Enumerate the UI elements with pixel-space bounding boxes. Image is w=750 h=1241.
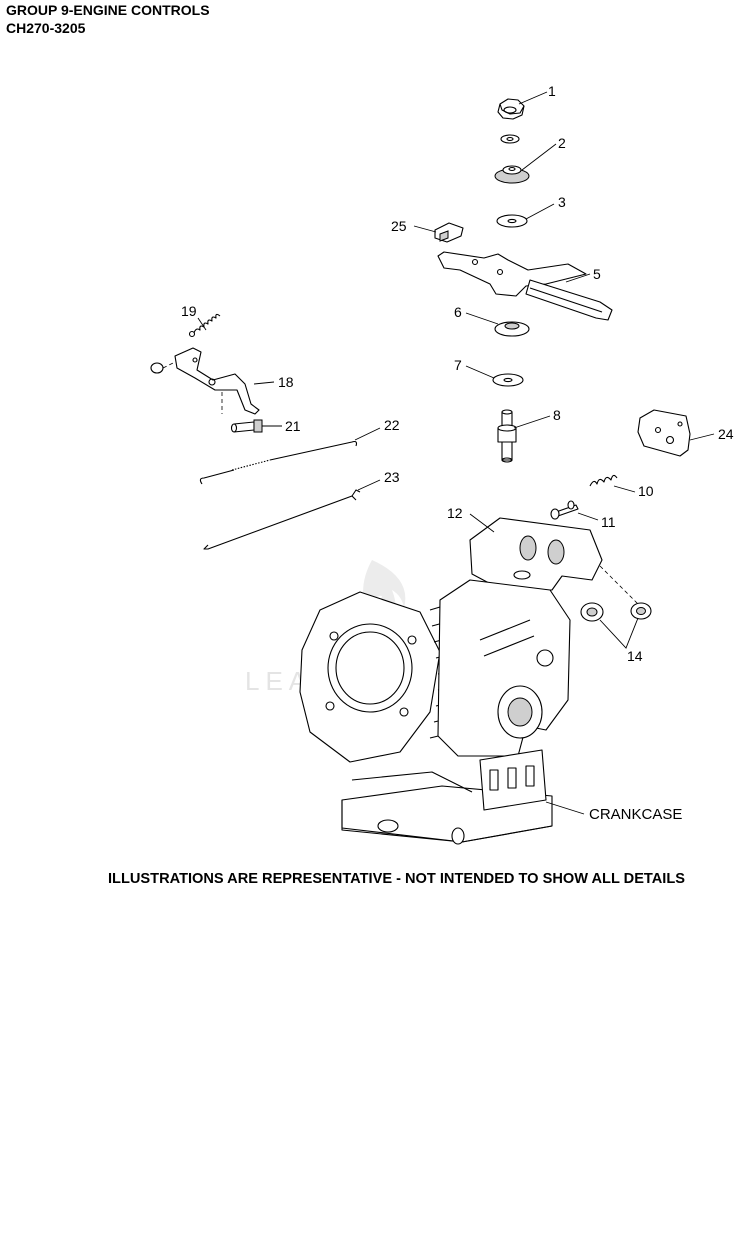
crankcase-assembly[interactable] [299, 517, 603, 845]
callout-19: 19 [181, 303, 197, 319]
callout-22: 22 [384, 417, 400, 433]
part-2-spring-washer[interactable] [494, 165, 530, 184]
part-1-washer[interactable] [500, 134, 520, 144]
disclaimer-note: ILLUSTRATIONS ARE REPRESENTATIVE - NOT I… [108, 871, 685, 887]
part-3-flat-washer[interactable] [496, 214, 528, 228]
callout-7: 7 [454, 357, 462, 373]
part-22-governor-spring-link[interactable] [199, 440, 358, 485]
callout-8: 8 [553, 407, 561, 423]
callout-11: 11 [601, 514, 616, 530]
callout-18: 18 [278, 374, 294, 390]
leader-lines [197, 91, 715, 815]
part-10-spring[interactable] [589, 474, 618, 487]
part-5-throttle-lever[interactable] [437, 251, 613, 321]
part-24-bracket[interactable] [637, 409, 691, 457]
callout-6: 6 [454, 304, 462, 320]
part-25-clip[interactable] [434, 222, 464, 243]
callout-12: 12 [447, 505, 463, 521]
callout-10: 10 [638, 483, 654, 499]
part-6-bushing[interactable] [494, 321, 530, 337]
callout-23: 23 [384, 469, 400, 485]
part-14-bushings[interactable] [580, 565, 652, 622]
part-23-throttle-rod[interactable] [203, 489, 361, 550]
model-code: CH270-3205 [6, 20, 86, 36]
callout-25: 25 [391, 218, 407, 234]
part-8-governor-shaft[interactable] [497, 409, 517, 463]
crankcase-label: CRANKCASE [589, 806, 682, 823]
part-18-control-lever[interactable] [150, 347, 260, 415]
callout-5: 5 [593, 266, 601, 282]
callout-1: 1 [548, 83, 556, 99]
callout-14: 14 [627, 648, 643, 664]
callout-24: 24 [718, 426, 734, 442]
part-11-bolt[interactable] [550, 500, 579, 520]
part-7-washer[interactable] [492, 373, 524, 387]
group-title: GROUP 9-ENGINE CONTROLS [6, 2, 210, 18]
part-1-nut[interactable] [497, 98, 525, 120]
callout-3: 3 [558, 194, 566, 210]
callout-2: 2 [558, 135, 566, 151]
callout-21: 21 [285, 418, 301, 434]
part-21-pin[interactable] [230, 419, 263, 433]
part-19-spring[interactable] [188, 313, 221, 338]
